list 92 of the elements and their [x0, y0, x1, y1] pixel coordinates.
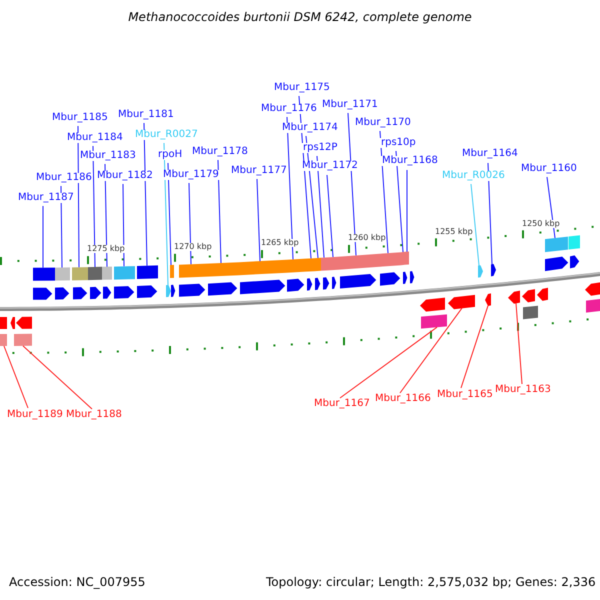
leader-line: [488, 162, 492, 265]
gene-label: Mbur_1165: [436, 390, 494, 400]
gene-label: Mbur_1183: [79, 151, 137, 161]
gene-label: Mbur_1181: [117, 110, 175, 120]
gene-label: Mbur_1187: [17, 193, 75, 203]
gene-label: Mbur_1184: [66, 133, 124, 143]
gene-block: [321, 257, 330, 271]
gene-label: rps12P: [302, 143, 338, 153]
scale-label: 1270 kbp: [174, 242, 212, 251]
gene-label: Mbur_1168: [381, 156, 439, 166]
gene-label: Mbur_1164: [461, 149, 519, 159]
gene-block: [102, 266, 112, 280]
leader-line: [4, 346, 28, 408]
gene-block: [88, 266, 102, 280]
leader-line: [470, 184, 480, 266]
gene-label: Mbur_1179: [162, 170, 220, 180]
gene-symbol: [166, 285, 171, 298]
gene-label: Mbur_1170: [354, 118, 412, 128]
leader-line: [78, 126, 80, 268]
gene-label: Mbur_1163: [494, 385, 552, 395]
gene-block: [170, 264, 174, 278]
gene-block: [114, 266, 135, 280]
gene-block: [545, 236, 568, 252]
scale-label: 1260 kbp: [348, 234, 386, 242]
gene-label: Mbur_R0027: [134, 130, 199, 140]
gene-label: Mbur_1186: [35, 173, 93, 183]
gene-label: Mbur_1189: [6, 410, 64, 420]
leader-line: [400, 308, 462, 394]
gene-block: [421, 314, 447, 329]
gene-block: [338, 254, 378, 270]
gene-block: [330, 256, 338, 270]
leader-line: [218, 160, 222, 264]
gene-symbol: [491, 264, 496, 276]
gene-symbol: [485, 293, 491, 306]
leader-line: [164, 142, 168, 286]
leader-line: [396, 150, 404, 252]
gene-symbol: [508, 290, 520, 304]
scale-label: 1250 kbp: [522, 220, 560, 228]
leader-line: [60, 186, 62, 268]
gene-label: Mbur_R0026: [441, 171, 506, 181]
scale-label: 1275 kbp: [87, 245, 125, 254]
gene-label: Mbur_1177: [230, 166, 288, 176]
accession-text: Accession: NC_007955: [9, 576, 146, 588]
leader-line: [256, 178, 260, 262]
gene-symbol: [478, 265, 483, 278]
gene-label: Mbur_1160: [520, 164, 578, 174]
gene-block: [287, 258, 306, 273]
leader-line: [340, 326, 438, 398]
gene-block: [14, 334, 32, 346]
gene-label: Mbur_1171: [321, 100, 379, 110]
scale-label: 1265 kbp: [261, 239, 299, 248]
leader-line: [326, 174, 334, 258]
leader-line: [316, 156, 324, 258]
gene-block: [0, 334, 7, 346]
gene-block: [33, 268, 55, 281]
leader-line: [22, 345, 92, 410]
gene-symbol: [448, 294, 475, 310]
gene-label: Mbur_1166: [374, 394, 432, 404]
gene-label: Mbur_1188: [65, 410, 123, 420]
gene-label: rps10p: [380, 138, 417, 148]
leader-line: [406, 170, 408, 252]
gene-block: [137, 265, 158, 279]
diagram-title: Methanococcoides burtonii DSM 6242, complete genome: [127, 11, 473, 23]
leader-line: [42, 206, 44, 268]
gene-block: [378, 252, 401, 267]
leader-line: [168, 162, 172, 266]
gene-block: [55, 267, 70, 281]
gene-block: [179, 264, 207, 278]
gene-label: Mbur_1182: [96, 171, 154, 181]
gene-label: Mbur_1174: [281, 123, 339, 133]
leader-line: [92, 146, 96, 268]
gene-label: Mbur_1172: [301, 161, 359, 171]
gene-label: Mbur_1178: [191, 147, 249, 157]
leader-line: [348, 112, 356, 256]
leader-line: [144, 122, 148, 266]
gene-label: Mbur_1175: [273, 83, 331, 93]
gene-block: [207, 262, 239, 277]
leader-line: [188, 182, 192, 265]
leader-line: [122, 184, 124, 267]
gene-label: rpoH: [157, 150, 184, 160]
leader-line: [286, 116, 294, 260]
leader-line: [516, 302, 522, 384]
gene-block: [405, 252, 409, 265]
gene-label: Mbur_1185: [51, 113, 109, 123]
genome-stats-text: Topology: circular; Length: 2,575,032 bp; Genes: 2,336: [266, 576, 596, 588]
scale-label: 1255 kbp: [435, 228, 473, 236]
gene-block: [72, 267, 88, 280]
gene-block: [314, 258, 321, 272]
leader-line: [460, 305, 488, 388]
gene-label: Mbur_1167: [313, 399, 371, 409]
gene-label: Mbur_1176: [260, 104, 318, 114]
gene-block: [306, 258, 314, 272]
